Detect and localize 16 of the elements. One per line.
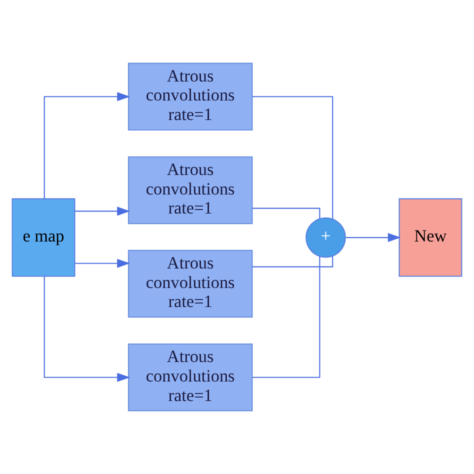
arrow	[75, 206, 130, 216]
node-box: e map	[12, 198, 76, 277]
connector	[252, 256, 334, 268]
arrow	[75, 258, 130, 268]
arrow	[44, 92, 130, 199]
connector	[252, 208, 320, 219]
arrow	[44, 276, 130, 382]
node-circle: +	[306, 217, 346, 258]
node-box: Atrous convolutions rate=1	[128, 156, 253, 224]
node-box: Atrous convolutions rate=1	[128, 62, 253, 131]
node-box: Atrous convolutions rate=1	[128, 250, 253, 318]
node-box: Atrous convolutions rate=1	[128, 343, 253, 412]
node-box: New	[398, 198, 462, 277]
connector	[252, 96, 334, 219]
arrow	[346, 233, 401, 242]
connector	[252, 256, 320, 378]
